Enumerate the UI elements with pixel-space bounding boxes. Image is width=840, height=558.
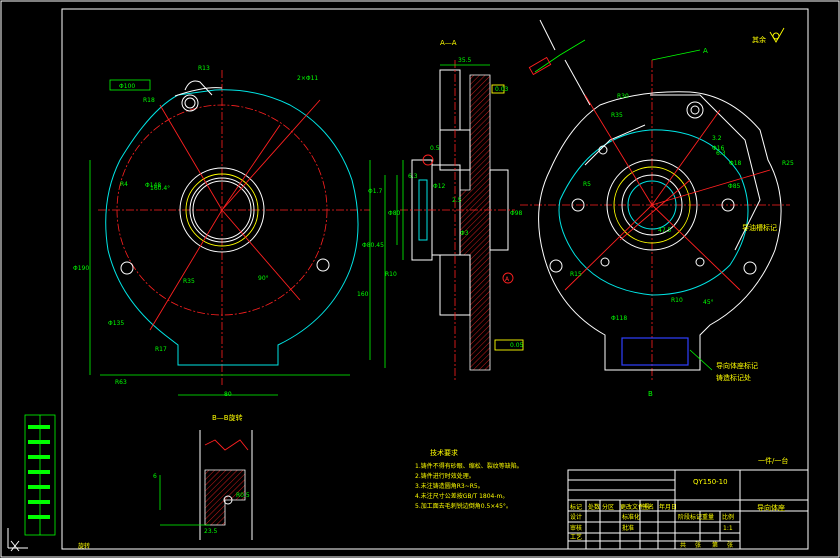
dim-label: R35: [611, 112, 623, 119]
dim-label: Φ80: [388, 210, 401, 217]
note-line: 4.未注尺寸公差按GB/T 1804-m。: [415, 492, 508, 500]
section-bb-title: B—B旋转: [212, 413, 243, 422]
dim-label: 35.5: [458, 57, 472, 64]
view-label-A: A: [703, 47, 708, 55]
tb-stage-header: 比例: [722, 513, 734, 521]
dim-label: R17: [155, 346, 167, 353]
dim-label: 160.4°: [150, 185, 170, 192]
dim-label: 6: [153, 473, 157, 480]
dim-label: 2×Φ11: [297, 75, 318, 82]
tb-sheet: 张: [695, 541, 701, 549]
dim-label: Φ100: [119, 83, 135, 90]
title-block: QY150-10 导向体座 标记 处数 分区 更改文件号 签名 年月日 设计 审…: [567, 469, 809, 550]
left-view: [89, 70, 386, 396]
dim-label: 47.5: [658, 227, 672, 234]
dim-label: R35: [183, 278, 195, 285]
tb-stage-header: 重量: [702, 513, 714, 521]
part-name: 导向体座: [757, 503, 785, 512]
dim-label: Φ3: [460, 230, 469, 237]
dim-label: Φ16: [712, 145, 725, 152]
dim-label: Φ135: [108, 320, 124, 327]
page-label: 一件/一台: [758, 456, 788, 465]
dim-label: Φ12: [433, 183, 446, 190]
general-roughness: 其余: [752, 27, 785, 44]
dim-label: Φ85: [728, 183, 741, 190]
tb-stage-header: 阶段标记: [678, 513, 702, 521]
tb-col-header: 年月日: [659, 503, 677, 511]
dim-label: 0.5: [430, 145, 440, 152]
tb-col-header: 处数: [588, 503, 600, 511]
note-line: 2.铸件进行时效处理。: [415, 472, 475, 480]
dim-label: Φ80.45: [362, 242, 384, 249]
annotation-paint: 导油槽标记: [742, 223, 777, 232]
dim-label: R18: [143, 97, 155, 104]
left-view-dims: R13 2×Φ11 R18 Φ100 R4 Φ148 90° 160.4° R3…: [73, 65, 397, 398]
note-line: 3.未注铸造圆角R3~R5。: [415, 482, 484, 490]
dim-label: 2.5: [452, 197, 462, 204]
dim-label: Φ118: [611, 315, 627, 322]
dim-label: R10: [385, 271, 397, 278]
technical-notes: 技术要求 1.铸件不得有砂眼、缩松、裂纹等缺陷。 2.铸件进行时效处理。 3.未…: [415, 448, 523, 510]
dim-label: R4: [120, 181, 128, 188]
right-view: [520, 49, 790, 380]
view-label-B: B: [648, 390, 653, 398]
drawing-number: QY150-10: [693, 478, 728, 486]
dim-label: 90°: [258, 275, 269, 282]
dim-label: R15: [570, 271, 582, 278]
tb-col-header: 标记: [570, 503, 582, 511]
dim-label: Φ190: [73, 265, 89, 272]
tb-sheet: 第: [712, 541, 718, 549]
binding-strip: [24, 414, 56, 536]
section-aa: A—A: [396, 39, 524, 380]
section-aa-title: A—A: [440, 39, 457, 47]
ucs-icon: [7, 528, 28, 552]
section-bb: B—B旋转 6 R0.5 23.5: [153, 413, 253, 540]
annotation-stamp-2: 铸造标记处: [716, 373, 751, 382]
dim-label: R13: [198, 65, 210, 72]
dim-label: R30: [617, 93, 629, 100]
tb-col-header: 更改文件号: [620, 503, 650, 511]
inner-frame: [61, 8, 809, 550]
note-line: 5.加工面去毛刺锐边倒角0.5×45°。: [415, 502, 512, 510]
roughness-symbol: [528, 19, 591, 106]
tb-row: 批准: [622, 524, 634, 532]
dim-label: R63: [115, 379, 127, 386]
dim-label: Φ18: [729, 160, 742, 167]
dim-label: Φ98: [510, 210, 523, 217]
dim-label: R0.5: [236, 492, 250, 499]
dim-label: 23.5: [204, 528, 218, 535]
note-line: 1.铸件不得有砂眼、缩松、裂纹等缺陷。: [415, 462, 523, 470]
annotation-stamp-1: 导向体座标记: [716, 361, 758, 370]
tb-row: 标准化: [622, 513, 640, 521]
section-aa-dims: 35.5 0.5 6.3 Φ12 2.5 Φ3 Φ80 Φ98 0.03 A 0…: [388, 57, 524, 349]
dim-label: A: [505, 276, 510, 283]
dim-label: 160: [357, 291, 369, 298]
tb-sheet: 共: [680, 541, 686, 549]
tb-row: 审核: [570, 524, 582, 532]
dim-label: 80: [224, 391, 232, 398]
dim-label: R10: [671, 297, 683, 304]
dim-label: 6.3: [716, 150, 726, 157]
dim-label: Φ148: [145, 182, 161, 189]
tb-row: 设计: [570, 513, 582, 521]
tb-col-header: 分区: [602, 503, 614, 511]
dim-label: 0.03: [495, 86, 509, 93]
dim-label: 0.05: [510, 342, 524, 349]
dim-label: R25: [782, 160, 794, 167]
rotation-note: 旋转: [78, 542, 90, 550]
dim-label: 3.2: [712, 135, 722, 142]
dim-label: Φ1.7: [368, 188, 382, 195]
roughness-label: 其余: [752, 35, 766, 44]
dim-label: R5: [583, 181, 591, 188]
notes-title: 技术要求: [430, 448, 458, 457]
tb-row: 工艺: [570, 533, 582, 541]
dim-label: 45°: [703, 299, 714, 306]
tb-sheet: 张: [727, 541, 733, 549]
tb-scale: 1:1: [723, 525, 733, 532]
tb-col-header: 签名: [642, 503, 654, 511]
right-view-dims: R30 R35 Φ18 R25 Φ85 Φ16 47.5 R15 R10 Φ11…: [570, 47, 794, 398]
dim-label: 6.3: [408, 173, 418, 180]
